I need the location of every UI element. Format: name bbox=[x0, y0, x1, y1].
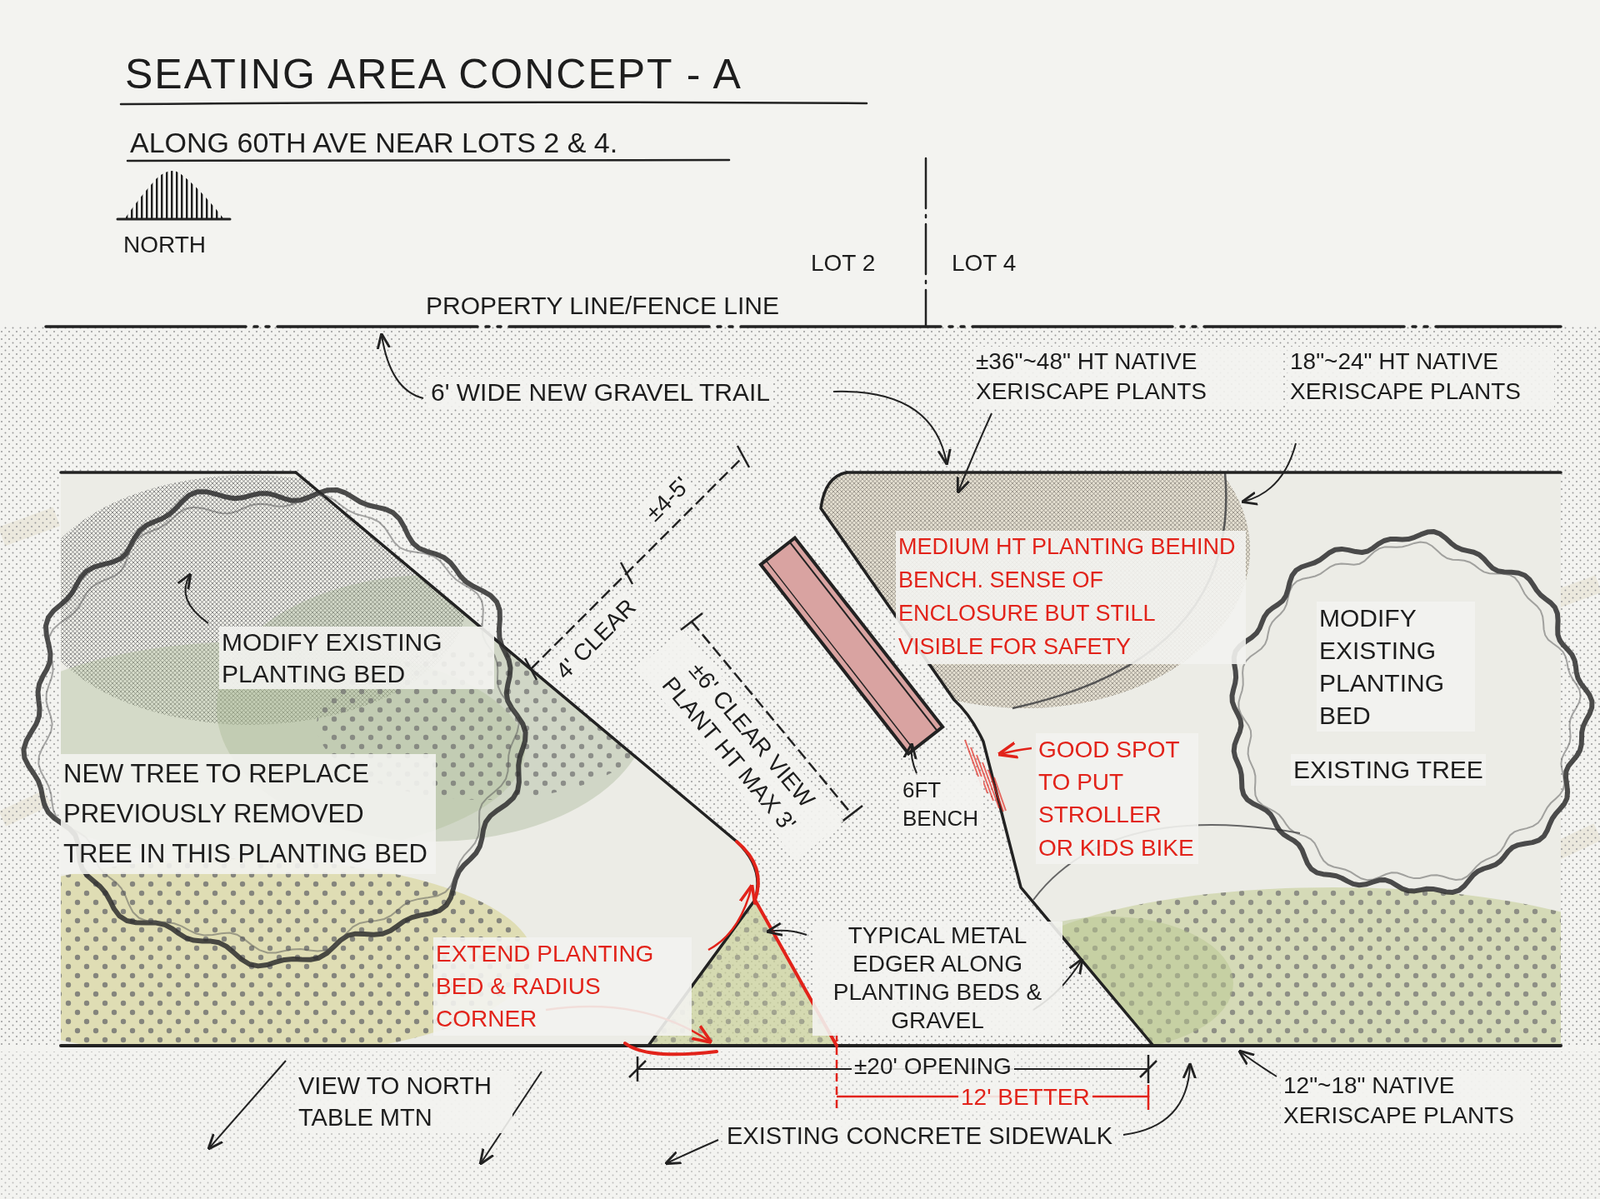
bed-note: MODIFY EXISTING PLANTING BED bbox=[219, 626, 495, 690]
tree-label: EXISTING TREE bbox=[1290, 754, 1486, 786]
subtitle: ALONG 60TH AVE NEAR LOTS 2 & 4. bbox=[127, 125, 620, 161]
tree-outline bbox=[1239, 541, 1581, 880]
plant-note: ±36"~48" HT NATIVE XERISCAPE PLANTS bbox=[973, 346, 1282, 408]
dimension-label: ±20' OPENING bbox=[851, 1051, 1015, 1081]
dimension-label: 12' BETTER bbox=[958, 1082, 1093, 1112]
sidewalk-label: EXISTING CONCRETE SIDEWALK bbox=[724, 1120, 1115, 1151]
plant-note: 18"~24" HT NATIVE XERISCAPE PLANTS bbox=[1287, 346, 1555, 408]
lot-label: LOT 4 bbox=[949, 248, 1019, 278]
edger-note: TYPICAL METAL EDGER ALONG PLANTING BEDS … bbox=[812, 921, 1063, 1036]
property-line-label: PROPERTY LINE/FENCE LINE bbox=[423, 290, 782, 322]
tree-note: NEW TREE TO REPLACE PREVIOUSLY REMOVED T… bbox=[60, 754, 436, 875]
design-note: MEDIUM HT PLANTING BEHIND BENCH. SENSE O… bbox=[895, 530, 1246, 665]
view-note: VIEW TO NORTH TABLE MTN bbox=[295, 1070, 513, 1134]
lot-label: LOT 2 bbox=[808, 248, 878, 278]
tree-outline bbox=[38, 495, 519, 954]
bench-label: 6FT BENCH bbox=[900, 776, 984, 834]
tree-outline bbox=[1232, 531, 1593, 893]
tree-canopy: MODIFY EXISTING PLANTING BED EXISTING TRE… bbox=[1220, 526, 1596, 902]
plant-note: 12"~18" NATIVE XERISCAPE PLANTS bbox=[1280, 1070, 1531, 1132]
design-note: GOOD SPOT TO PUT STROLLER OR KIDS BIKE bbox=[1035, 733, 1199, 865]
north-label: NORTH bbox=[120, 230, 209, 260]
trail-label: 6' WIDE NEW GRAVEL TRAIL bbox=[428, 376, 773, 409]
tree-outline bbox=[20, 479, 531, 970]
sheet-title: SEATING AREA CONCEPT - A bbox=[122, 48, 745, 101]
tree-canopy: MODIFY EXISTING PLANTING BED bbox=[20, 479, 531, 970]
tree-outline bbox=[23, 490, 525, 967]
design-note: EXTEND PLANTING BED & RADIUS CORNER bbox=[433, 937, 692, 1036]
bed-note: MODIFY EXISTING PLANTING BED bbox=[1316, 601, 1475, 732]
